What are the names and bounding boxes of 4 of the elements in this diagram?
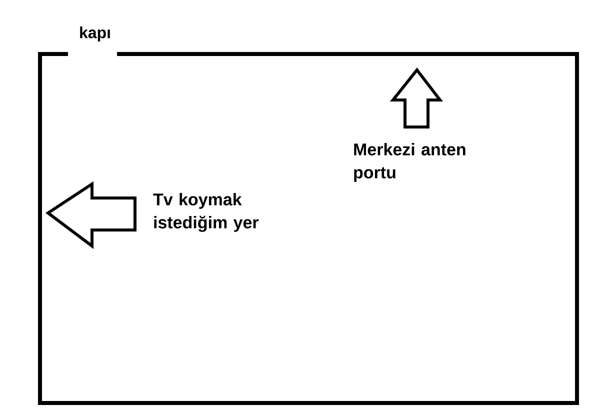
room-outline	[38, 52, 579, 405]
note-text: Tv koymak istediğim yer	[153, 193, 259, 232]
door-label: kapı	[80, 26, 110, 42]
note-text: Merkezi anten portu	[354, 143, 466, 182]
